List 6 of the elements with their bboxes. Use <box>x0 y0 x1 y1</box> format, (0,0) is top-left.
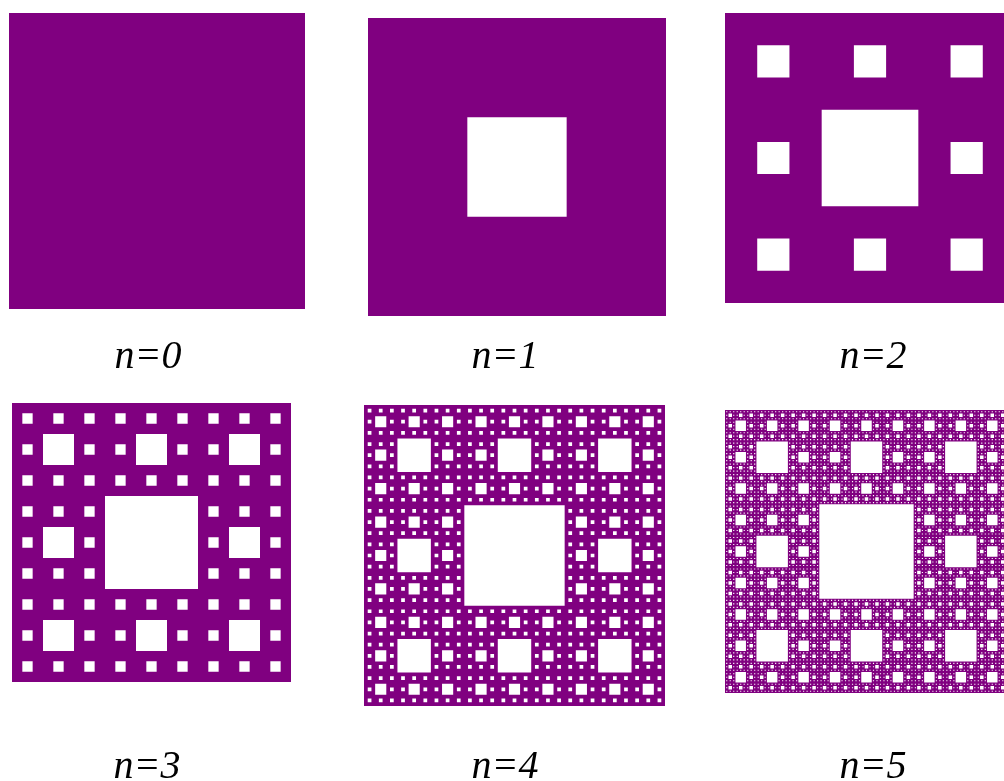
iteration-label: n=5 <box>839 743 907 781</box>
iteration-label: n=2 <box>839 333 907 377</box>
iteration-label: n=4 <box>471 743 539 781</box>
iteration-label: n=0 <box>114 333 182 377</box>
iteration-label: n=1 <box>471 333 539 377</box>
iteration-label: n=3 <box>113 743 181 781</box>
